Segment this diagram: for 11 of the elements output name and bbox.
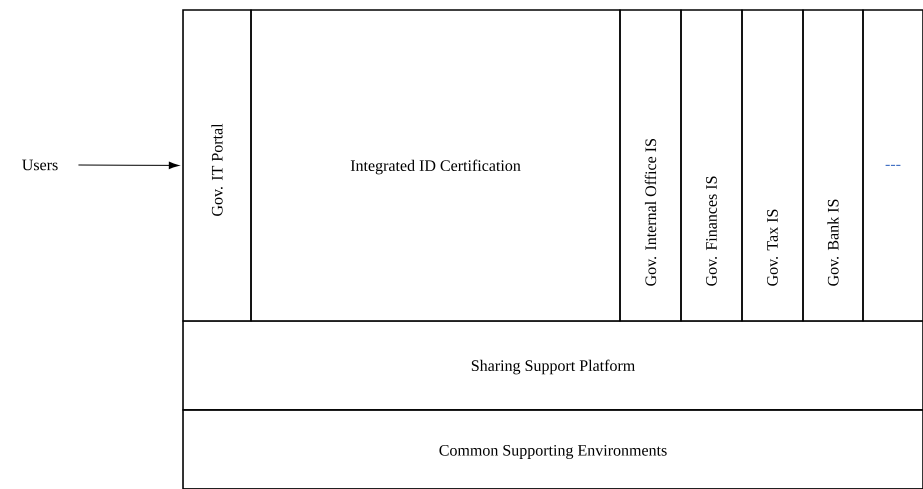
- layer-box: Common Supporting Environments: [182, 409, 923, 489]
- system-column: Gov. Internal Office IS: [619, 9, 682, 322]
- system-column: Gov. Tax IS: [741, 9, 804, 322]
- layer-box: Sharing Support Platform: [182, 320, 923, 411]
- users-label: Users: [22, 160, 58, 170]
- system-column: Gov. Finances IS: [680, 9, 743, 322]
- system-column: Gov. IT Portal: [182, 9, 252, 322]
- arrow: [78, 162, 179, 170]
- system-column: ---: [862, 9, 923, 322]
- system-column: Integrated ID Certification: [250, 9, 621, 322]
- system-column: Gov. Bank IS: [802, 9, 864, 322]
